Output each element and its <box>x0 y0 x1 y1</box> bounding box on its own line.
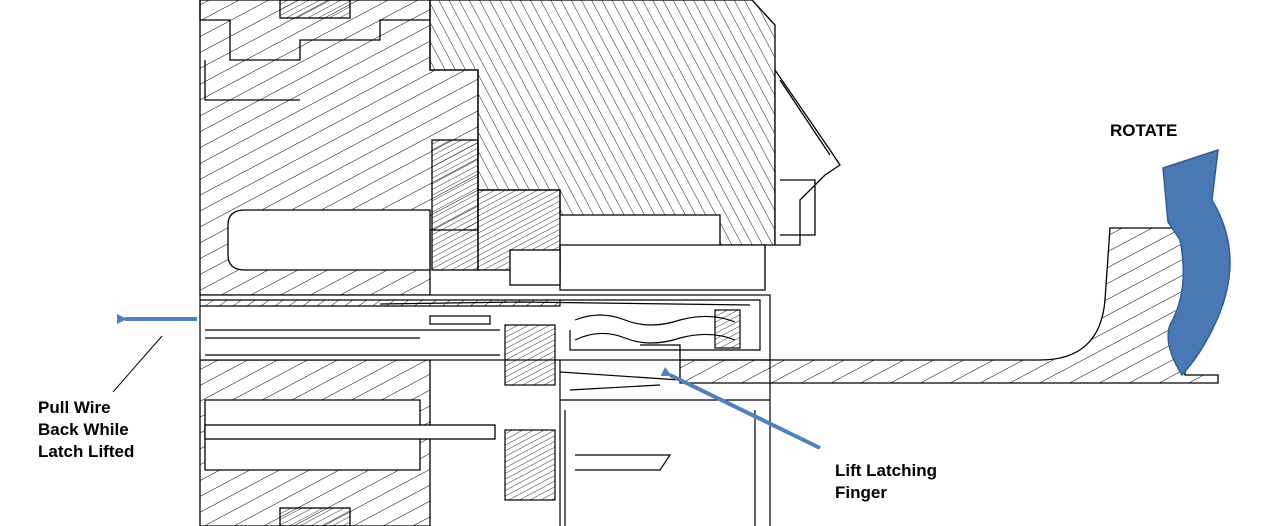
rotate-arrow <box>1162 148 1231 377</box>
lift-finger-line-1: Lift Latching <box>835 461 937 480</box>
latch-tool <box>640 227 1219 384</box>
lift-finger-line-2: Finger <box>835 483 887 502</box>
lower-section <box>504 360 771 526</box>
pull-wire-label: Pull Wire Back While Latch Lifted <box>38 397 134 463</box>
pull-wire-line-2: Back While <box>38 420 129 439</box>
right-housing <box>429 0 841 291</box>
pull-label-leader <box>112 335 163 393</box>
pull-wire-line-3: Latch Lifted <box>38 442 135 461</box>
lift-finger-label: Lift Latching Finger <box>835 460 937 504</box>
rotate-label: ROTATE <box>1110 121 1178 140</box>
wire-channel <box>199 294 771 391</box>
lift-arrow <box>660 367 821 450</box>
pull-wire-line-1: Pull Wire <box>38 398 111 417</box>
left-housing <box>199 0 496 526</box>
